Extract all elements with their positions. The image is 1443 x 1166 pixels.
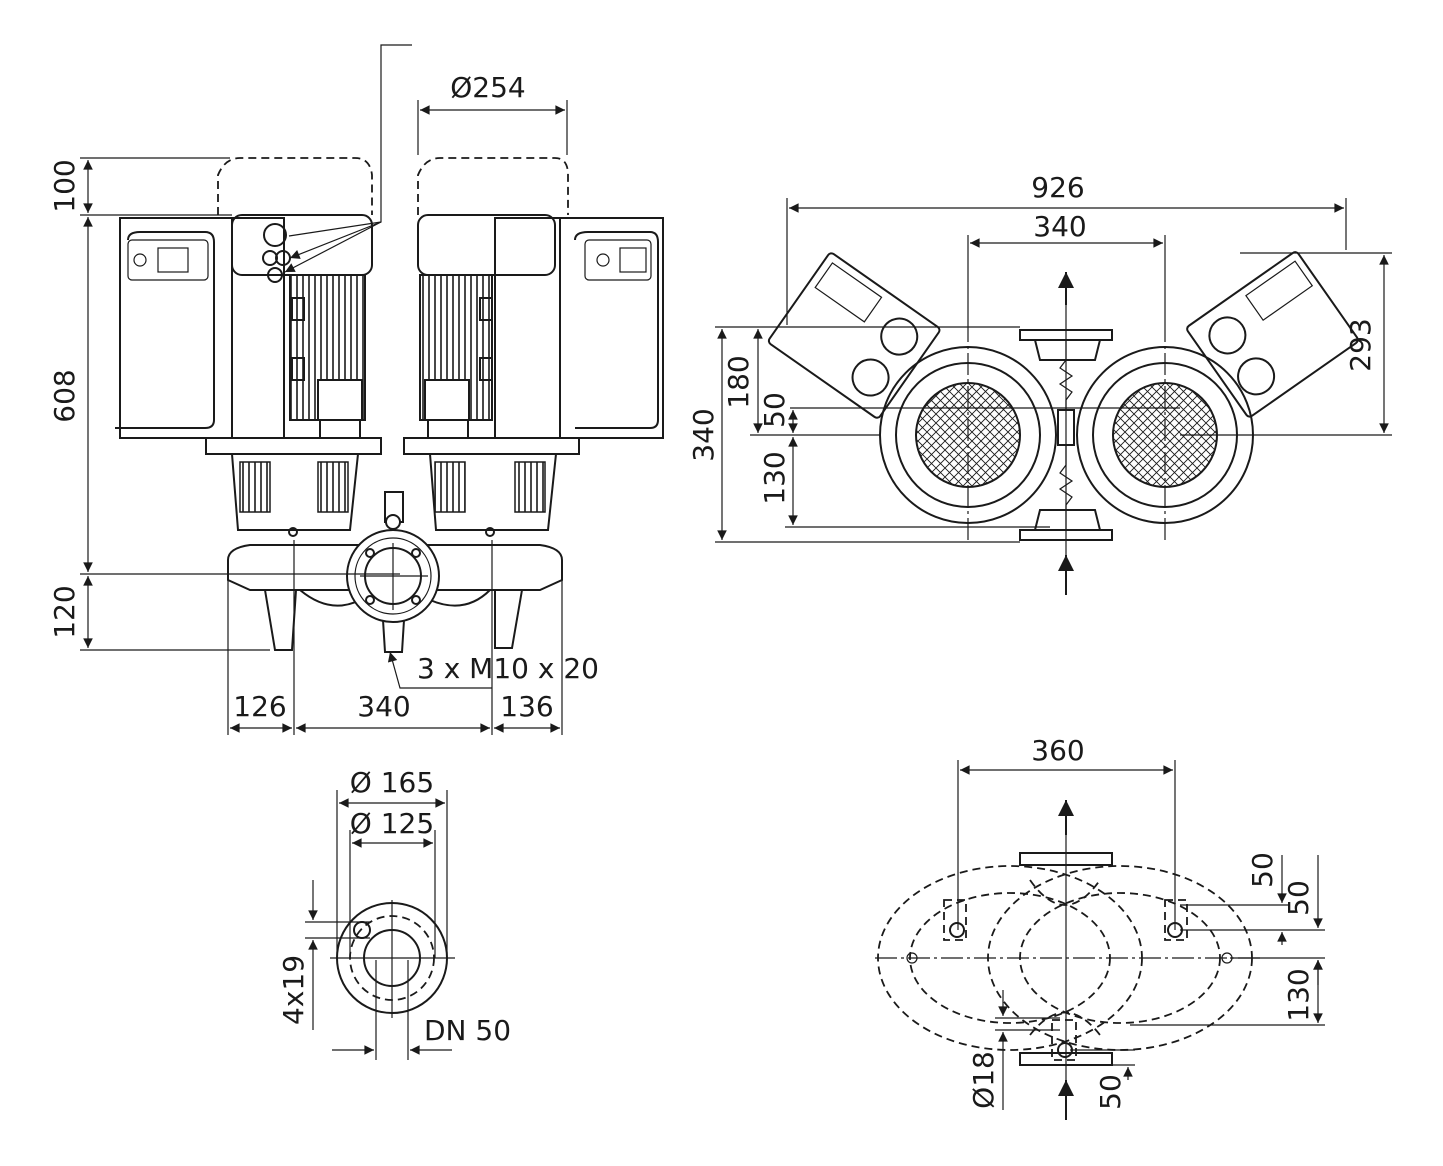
motor-left [231, 214, 373, 439]
dim-bolt-circle: Ø 125 [350, 807, 434, 840]
pump-housing [227, 491, 563, 653]
motor-right [417, 214, 561, 439]
dim-width-center: 340 [357, 690, 410, 723]
lanterns [231, 453, 557, 531]
dim-axis-distance: 340 [1033, 210, 1086, 243]
dim-nominal-diameter: DN 50 [424, 1014, 511, 1047]
dim-center-offset: 50 [758, 392, 791, 428]
dim-height-base: 120 [48, 585, 81, 638]
dim-width-left: 126 [233, 690, 286, 723]
dim-foot-hole: Ø18 [967, 1051, 1000, 1109]
base-view: 360 50 50 130 Ø18 50 [875, 734, 1325, 1120]
dim-feet-spacing: 360 [1031, 734, 1084, 767]
dim-bottom-offset: 50 [1094, 1074, 1127, 1110]
dim-total-depth: 340 [687, 408, 720, 461]
dim-motor-diameter: Ø254 [450, 71, 525, 104]
dim-height-main: 608 [48, 369, 81, 422]
dim-lower-depth: 130 [758, 451, 791, 504]
module-top-right [1186, 251, 1359, 418]
top-view: 926 340 293 340 180 50 130 [687, 171, 1392, 595]
dim-hole-offset-a: 50 [1246, 852, 1279, 888]
dim-module-depth: 293 [1344, 318, 1377, 371]
dim-bolt-holes: 4x19 [277, 955, 310, 1025]
dim-width-right: 136 [500, 690, 553, 723]
dim-hole-offset-b: 50 [1282, 880, 1315, 916]
module-top-left [767, 252, 941, 419]
dim-upper-depth: 180 [722, 355, 755, 408]
electronics-module-right [559, 217, 664, 439]
dim-flange-outer: Ø 165 [350, 766, 434, 799]
flange-view: Ø 165 Ø 125 4x19 DN 50 [277, 766, 511, 1060]
label-screws: 3 x M10 x 20 [417, 652, 599, 685]
front-view: Ø254 100 608 120 126 340 136 3 x M10 x 2… [48, 44, 664, 735]
dim-total-width: 926 [1031, 171, 1084, 204]
electronics-module-left [115, 217, 233, 439]
dim-height-top: 100 [48, 159, 81, 212]
dim-hole-offset-c: 130 [1282, 968, 1315, 1021]
